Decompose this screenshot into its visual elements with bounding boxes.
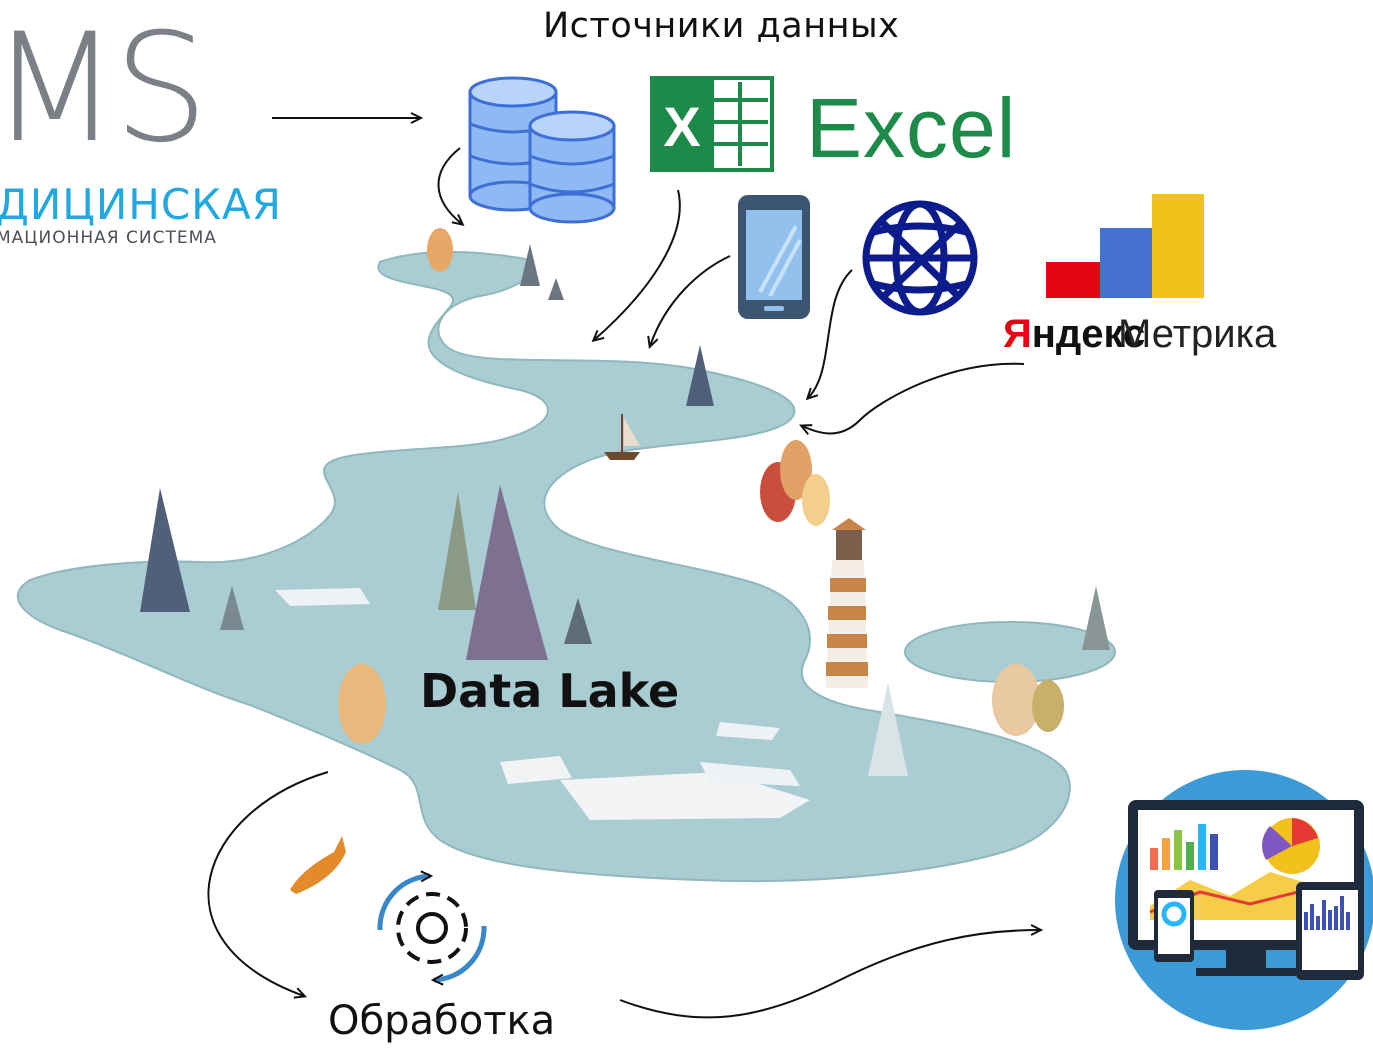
dashboard-icon (1115, 770, 1373, 1030)
mis-logo-letters: MS (0, 2, 209, 176)
data-lake-label: Data Lake (420, 664, 680, 718)
cone-tree (220, 586, 244, 630)
yandex-metrika-bold-text: Яндекс (1003, 312, 1145, 357)
cone-tree (140, 488, 190, 612)
mis-logo-word: ДИЦИНСКАЯ (0, 180, 282, 229)
cone-tree (686, 345, 714, 406)
cone-tree (520, 244, 540, 286)
autumn-tree (1032, 680, 1064, 732)
ice-floe (716, 722, 780, 740)
yandex-metrika-light-text: Метрика (1118, 312, 1277, 356)
arrow-web-to-lake (805, 269, 853, 401)
lake-illustration (16, 228, 1116, 894)
fox (290, 836, 346, 894)
autumn-tree (338, 664, 386, 744)
autumn-tree (802, 474, 830, 526)
ice-floe (275, 588, 370, 606)
ice-floe (560, 772, 810, 820)
sailboat (604, 414, 640, 460)
yandex-metrika-icon (1046, 194, 1204, 298)
arrow-metrika-to-lake (799, 362, 1025, 435)
cone-tree (466, 485, 548, 660)
processing-gear-icon (377, 870, 487, 986)
yandex-rest: ндекс (1031, 312, 1146, 356)
arrow-lake-to-processing (207, 771, 329, 999)
mis-logo-subtitle: МАЦИОННАЯ СИСТЕМА (0, 228, 217, 248)
arrow-db-to-lake (437, 147, 465, 227)
arrow-excel-to-lake (591, 189, 681, 343)
arrow-processing-to-dashboard (619, 924, 1044, 1019)
cone-tree (564, 598, 592, 644)
database-icon (468, 76, 616, 224)
yandex-first-letter: Я (1003, 312, 1032, 356)
autumn-tree (427, 228, 453, 272)
ice-floe (500, 756, 572, 784)
cone-tree (1082, 586, 1110, 650)
autumn-tree (780, 440, 812, 500)
flow-arrows (207, 112, 1044, 1019)
river-shape (16, 250, 1071, 883)
autumn-tree (992, 664, 1040, 736)
cone-tree (438, 492, 476, 610)
excel-icon-letter: X (663, 95, 700, 158)
lighthouse (826, 518, 868, 688)
processing-label: Обработка (328, 998, 556, 1044)
sources-title: Источники данных (543, 6, 900, 46)
excel-icon: X (650, 76, 774, 172)
phone-icon (738, 195, 810, 319)
ice-floe (700, 762, 800, 786)
cone-tree (868, 682, 908, 776)
excel-logo-text: Excel (806, 81, 1017, 175)
arrow-phone-to-lake (647, 255, 731, 350)
globe-icon (862, 200, 978, 316)
cone-tree (548, 278, 564, 300)
